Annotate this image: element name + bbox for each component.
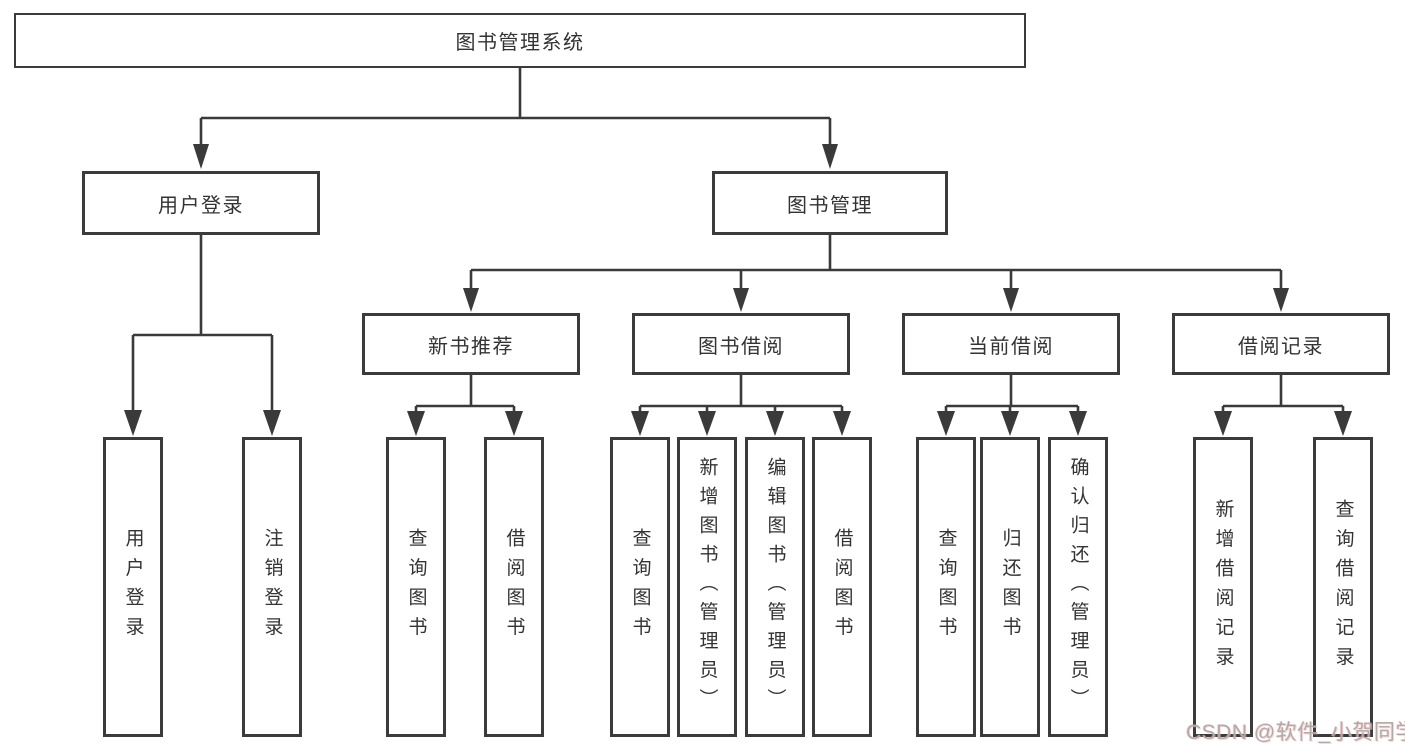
node-root-system: 图书管理系统 (14, 13, 1026, 68)
leaf-add-borrow-record: 新增借阅记录 (1193, 437, 1253, 737)
leaf-logout-label: 注销登录 (261, 528, 283, 646)
leaf-add-books-admin: 新增图书（管理员） (677, 437, 737, 737)
node-book-management-label: 图书管理 (787, 194, 873, 217)
node-current-borrowing-label: 当前借阅 (968, 335, 1054, 358)
arrow-leaf (833, 411, 851, 436)
arrow-to-borrow-records (1273, 288, 1289, 312)
leaf-confirm-return-admin-label: 确认归还（管理员） (1067, 457, 1089, 717)
arrow-leaf (1069, 411, 1087, 436)
leaf-borrow-books-label: 借阅图书 (831, 528, 853, 646)
leaf-borrow-books: 借阅图书 (812, 437, 872, 737)
leaf-add-books-admin-label: 新增图书（管理员） (696, 457, 718, 717)
leaf-query-books-current: 查询图书 (916, 437, 976, 737)
leaf-query-borrow-record-label: 查询借阅记录 (1332, 498, 1354, 676)
leaf-edit-books-admin-label: 编辑图书（管理员） (764, 457, 786, 717)
node-new-book-recommend: 新书推荐 (362, 313, 580, 375)
leaf-edit-books-admin: 编辑图书（管理员） (745, 437, 805, 737)
arrow-leaf (1001, 411, 1019, 436)
arrow-to-leaf-logout (263, 410, 281, 436)
leaf-borrow-books-recommend: 借阅图书 (484, 437, 544, 737)
node-new-book-recommend-label: 新书推荐 (428, 335, 514, 358)
arrow-to-leaf-user-login (124, 410, 142, 436)
connector-borrow-records-to-leaves (1221, 375, 1345, 412)
leaf-query-books-recommend-label: 查询图书 (405, 528, 427, 646)
leaf-query-books-recommend: 查询图书 (386, 437, 446, 737)
leaf-query-books-current-label: 查询图书 (935, 528, 957, 646)
node-root-label: 图书管理系统 (455, 32, 585, 54)
arrow-leaf (407, 411, 425, 436)
connector-current-borrowing-to-leaves (944, 375, 1080, 412)
leaf-borrow-books-recommend-label: 借阅图书 (503, 528, 525, 646)
arrow-to-new-book-recommend (463, 288, 479, 312)
leaf-return-books-label: 归还图书 (999, 528, 1021, 646)
connector-root-to-branches (199, 68, 832, 145)
arrow-to-book-management (822, 144, 838, 169)
connector-user-login-to-leaves (131, 235, 274, 412)
node-user-login-branch: 用户登录 (82, 171, 320, 235)
arrow-leaf (766, 411, 784, 436)
arrow-to-user-login (193, 144, 209, 169)
arrow-to-current-borrowing (1003, 288, 1019, 312)
leaf-query-books-borrowing: 查询图书 (610, 437, 670, 737)
connector-new-book-recommend-to-leaves (414, 375, 516, 412)
arrow-leaf (1334, 411, 1352, 436)
node-book-borrowing: 图书借阅 (632, 313, 850, 375)
arrow-leaf (505, 411, 523, 436)
node-book-management-branch: 图书管理 (712, 171, 948, 235)
arrowheads (124, 144, 1352, 436)
arrow-leaf (1214, 411, 1232, 436)
node-borrow-records: 借阅记录 (1172, 313, 1390, 375)
leaf-query-borrow-record: 查询借阅记录 (1313, 437, 1373, 737)
arrow-leaf (937, 411, 955, 436)
leaf-add-borrow-record-label: 新增借阅记录 (1212, 498, 1234, 676)
node-current-borrowing: 当前借阅 (902, 313, 1120, 375)
csdn-watermark: CSDN @软件_小贺同学 (1186, 721, 1405, 744)
connector-book-borrowing-to-leaves (638, 375, 844, 412)
leaf-logout: 注销登录 (242, 437, 302, 737)
leaf-user-login-label: 用户登录 (122, 528, 144, 646)
arrow-leaf (698, 411, 716, 436)
leaf-return-books: 归还图书 (980, 437, 1040, 737)
node-borrow-records-label: 借阅记录 (1238, 335, 1324, 358)
leaf-query-books-borrowing-label: 查询图书 (629, 528, 651, 646)
arrow-leaf (631, 411, 649, 436)
connector-book-management-to-modules (469, 235, 1283, 290)
leaf-user-login: 用户登录 (103, 437, 163, 737)
arrow-to-book-borrowing (733, 288, 749, 312)
leaf-confirm-return-admin: 确认归还（管理员） (1048, 437, 1108, 737)
node-book-borrowing-label: 图书借阅 (698, 335, 784, 358)
node-user-login-label: 用户登录 (158, 194, 244, 217)
